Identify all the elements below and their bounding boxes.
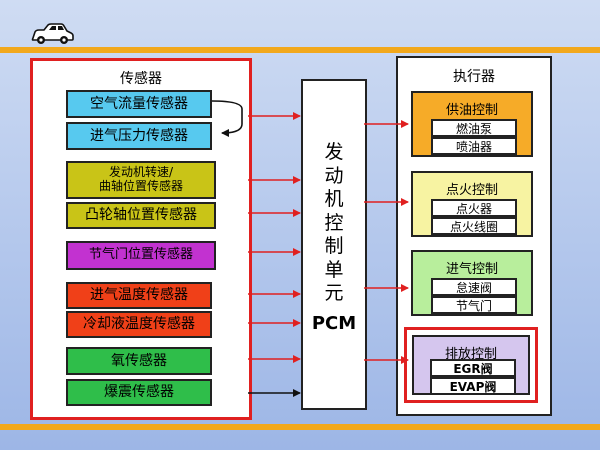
actuator-group: 供油控制燃油泵喷油器 [411,91,533,157]
sensor-box: 冷却液温度传感器 [66,311,212,338]
sensor-box: 爆震传感器 [66,379,212,406]
pcm-abbreviation: PCM [311,313,357,334]
sensor-panel-title: 传感器 [120,71,162,87]
top-accent-stripe [0,47,600,53]
actuator-item: EVAP阀 [430,377,516,395]
actuator-group-title: 排放控制 [444,347,497,362]
sensor-box: 节气门位置传感器 [66,241,216,270]
sensor-box: 氧传感器 [66,347,212,375]
actuator-item: 点火线圈 [431,217,517,235]
actuator-item: EGR阀 [430,359,516,377]
actuator-item: 怠速阀 [431,278,517,296]
car-icon [31,23,74,44]
actuator-item: 喷油器 [431,137,517,155]
pcm-name: 发动机控制单元 [324,141,344,304]
sensor-box: 进气温度传感器 [66,282,212,309]
actuator-panel-title: 执行器 [453,69,495,85]
actuator-group: 进气控制怠速阀节气门 [411,250,533,316]
sensor-box: 发动机转速/曲轴位置传感器 [66,161,216,199]
sensor-box: 空气流量传感器 [66,90,212,118]
sensor-panel: 传感器 空气流量传感器进气压力传感器发动机转速/曲轴位置传感器凸轮轴位置传感器节… [30,58,252,420]
actuator-item: 节气门 [431,296,517,314]
actuator-group: 点火控制点火器点火线圈 [411,171,533,237]
pcm-box: 发动机控制单元 PCM [301,79,367,410]
actuator-group-title: 点火控制 [445,183,498,198]
actuator-item: 点火器 [431,199,517,217]
actuator-group-title: 进气控制 [445,262,498,277]
sensor-box: 进气压力传感器 [66,122,212,150]
sensor-box: 凸轮轴位置传感器 [66,202,216,229]
actuator-group-title: 供油控制 [445,103,498,118]
actuator-item: 燃油泵 [431,119,517,137]
bottom-accent-stripe [0,424,600,430]
sensor-bracket-arrow [211,100,243,137]
